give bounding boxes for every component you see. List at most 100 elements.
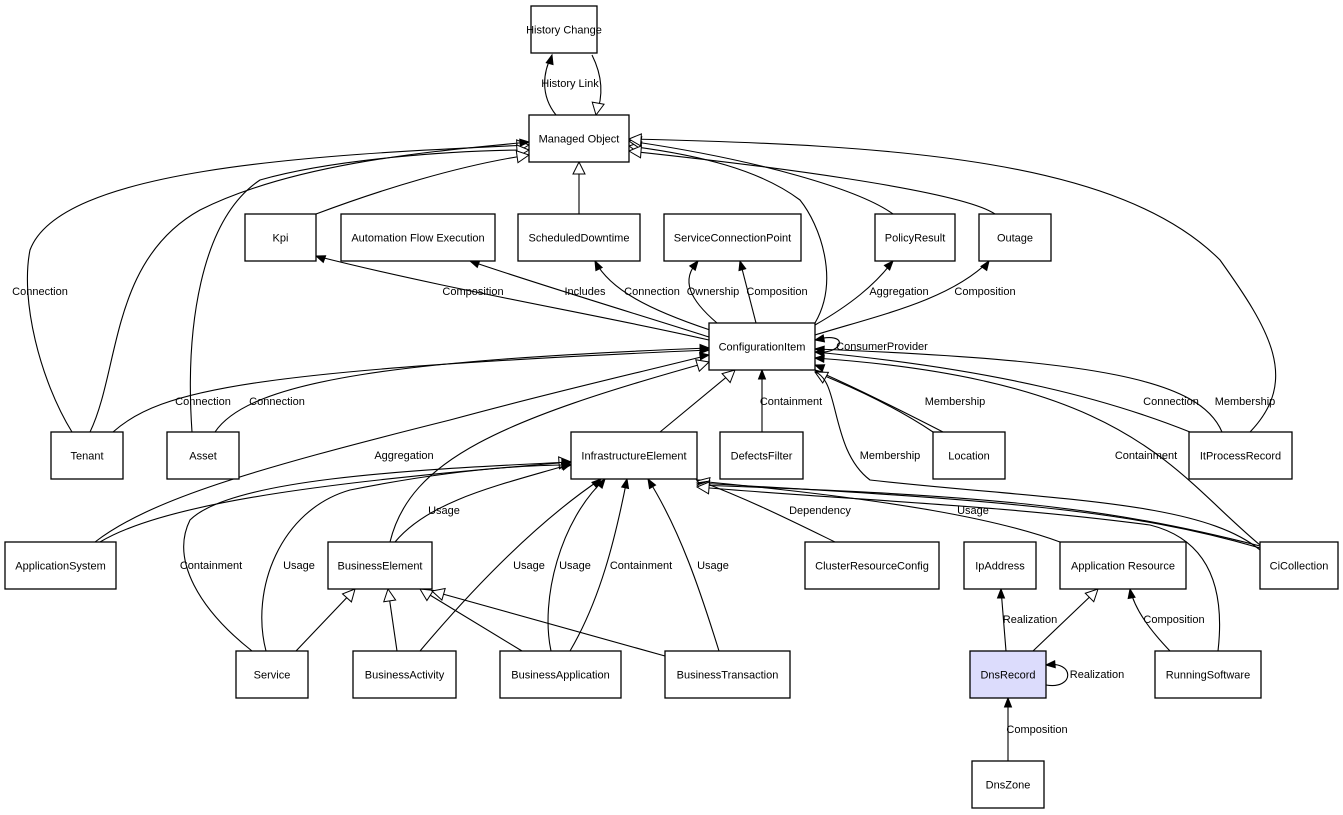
node-automation-flow-execution[interactable]: Automation Flow Execution bbox=[340, 213, 496, 262]
association-arrow-icon bbox=[647, 477, 657, 490]
node-scheduled-downtime[interactable]: ScheduledDowntime bbox=[517, 213, 641, 262]
association-arrow-icon bbox=[980, 259, 990, 272]
node-tenant[interactable]: Tenant bbox=[50, 431, 124, 480]
node-ip-address[interactable]: IpAddress bbox=[963, 541, 1037, 590]
edge-configuration-item-to-kpi bbox=[314, 255, 710, 341]
node-running-software[interactable]: RunningSoftware bbox=[1154, 650, 1262, 699]
node-defects-filter[interactable]: DefectsFilter bbox=[719, 431, 804, 480]
node-business-transaction[interactable]: BusinessTransaction bbox=[664, 650, 791, 699]
node-cluster-resource-config[interactable]: ClusterResourceConfig bbox=[804, 541, 940, 590]
edge-dns-record-to-application-resource bbox=[1032, 588, 1099, 652]
node-label: BusinessApplication bbox=[511, 670, 609, 682]
node-business-element[interactable]: BusinessElement bbox=[327, 541, 433, 590]
edge-running-software-to-infrastructure-element bbox=[695, 481, 1221, 652]
inheritance-arrow-icon bbox=[515, 150, 531, 164]
node-box bbox=[1188, 431, 1293, 480]
node-box bbox=[352, 650, 457, 699]
edge-line bbox=[1032, 588, 1099, 652]
node-label: BusinessActivity bbox=[365, 670, 445, 682]
edge-line bbox=[183, 461, 572, 652]
edge-label: Containment bbox=[180, 560, 242, 572]
node-box bbox=[528, 114, 630, 163]
edge-label: ConsumerProvider bbox=[836, 341, 928, 353]
edge-application-system-to-configuration-item bbox=[94, 352, 711, 543]
node-service[interactable]: Service bbox=[235, 650, 309, 699]
edge-line bbox=[89, 141, 530, 433]
node-service-connection-point[interactable]: ServiceConnectionPoint bbox=[663, 213, 802, 262]
edge-label: Containment bbox=[610, 560, 672, 572]
edge-line bbox=[696, 480, 1061, 543]
node-business-activity[interactable]: BusinessActivity bbox=[352, 650, 457, 699]
edge-line bbox=[814, 371, 1261, 551]
node-box bbox=[664, 650, 791, 699]
edge-line bbox=[814, 371, 934, 433]
node-location[interactable]: Location bbox=[932, 431, 1006, 480]
node-label: DnsRecord bbox=[980, 670, 1035, 682]
node-configuration-item[interactable]: ConfigurationItem bbox=[708, 322, 816, 371]
node-box bbox=[971, 760, 1045, 809]
node-business-application[interactable]: BusinessApplication bbox=[499, 650, 622, 699]
node-box bbox=[932, 431, 1006, 480]
association-arrow-icon bbox=[699, 343, 711, 353]
edge-label: Containment bbox=[760, 396, 822, 408]
edge-dns-record-to-dns-record bbox=[1044, 659, 1069, 687]
edge-line bbox=[628, 145, 828, 324]
node-application-system[interactable]: ApplicationSystem bbox=[4, 541, 117, 590]
node-infrastructure-element[interactable]: InfrastructureElement bbox=[570, 431, 698, 480]
node-dns-record[interactable]: DnsRecord bbox=[969, 650, 1047, 699]
edge-line bbox=[814, 260, 894, 326]
edge-line bbox=[189, 149, 530, 433]
association-arrow-icon bbox=[996, 587, 1006, 599]
node-history-change[interactable]: History Change bbox=[526, 5, 602, 54]
edge-line bbox=[696, 486, 1221, 652]
inheritance-arrow-icon bbox=[430, 587, 446, 601]
edge-label: History Link bbox=[541, 78, 599, 90]
node-label: ClusterResourceConfig bbox=[815, 561, 929, 573]
association-arrow-icon bbox=[813, 345, 825, 354]
node-asset[interactable]: Asset bbox=[166, 431, 240, 480]
node-box bbox=[663, 213, 802, 262]
association-arrow-icon bbox=[813, 334, 826, 343]
edge-line bbox=[814, 357, 1261, 546]
node-box bbox=[499, 650, 622, 699]
edge-business-application-to-business-element bbox=[419, 588, 523, 652]
association-arrow-icon bbox=[314, 255, 327, 264]
node-box bbox=[969, 650, 1047, 699]
edge-line bbox=[628, 140, 894, 215]
node-label: Application Resource bbox=[1071, 561, 1175, 573]
node-kpi[interactable]: Kpi bbox=[244, 213, 317, 262]
edge-label: Realization bbox=[1070, 669, 1124, 681]
edge-label: Usage bbox=[957, 505, 989, 517]
edge-line bbox=[419, 588, 523, 652]
node-label: ItProcessRecord bbox=[1200, 451, 1281, 463]
association-arrow-icon bbox=[757, 368, 767, 380]
inheritance-arrow-icon bbox=[627, 145, 642, 159]
node-box bbox=[166, 431, 240, 480]
edge-line bbox=[295, 588, 356, 652]
inheritance-arrow-icon bbox=[1084, 588, 1099, 603]
node-label: Kpi bbox=[273, 233, 289, 245]
edge-line bbox=[389, 361, 710, 543]
association-arrow-icon bbox=[813, 354, 825, 363]
node-label: Managed Object bbox=[539, 134, 620, 146]
node-managed-object[interactable]: Managed Object bbox=[528, 114, 630, 163]
association-arrow-icon bbox=[813, 364, 826, 373]
node-ci-collection[interactable]: CiCollection bbox=[1259, 541, 1339, 590]
edge-line bbox=[647, 478, 720, 652]
association-arrow-icon bbox=[545, 53, 554, 66]
node-label: Automation Flow Execution bbox=[351, 233, 484, 245]
edge-ci-collection-to-configuration-item bbox=[813, 364, 1261, 551]
inheritance-arrow-icon bbox=[591, 101, 605, 117]
node-application-resource[interactable]: Application Resource bbox=[1059, 541, 1187, 590]
node-it-process-record[interactable]: ItProcessRecord bbox=[1188, 431, 1293, 480]
edge-label: Usage bbox=[513, 560, 545, 572]
edge-line bbox=[659, 369, 736, 433]
edge-managed-object-to-history-change bbox=[544, 53, 557, 116]
node-outage[interactable]: Outage bbox=[978, 213, 1052, 262]
node-dns-zone[interactable]: DnsZone bbox=[971, 760, 1045, 809]
association-arrow-icon bbox=[1044, 659, 1056, 669]
edge-configuration-item-to-scheduled-downtime bbox=[594, 259, 711, 331]
edge-label: Connection bbox=[12, 286, 68, 298]
edge-running-software-to-application-resource bbox=[1127, 587, 1171, 652]
node-policy-result[interactable]: PolicyResult bbox=[874, 213, 956, 262]
